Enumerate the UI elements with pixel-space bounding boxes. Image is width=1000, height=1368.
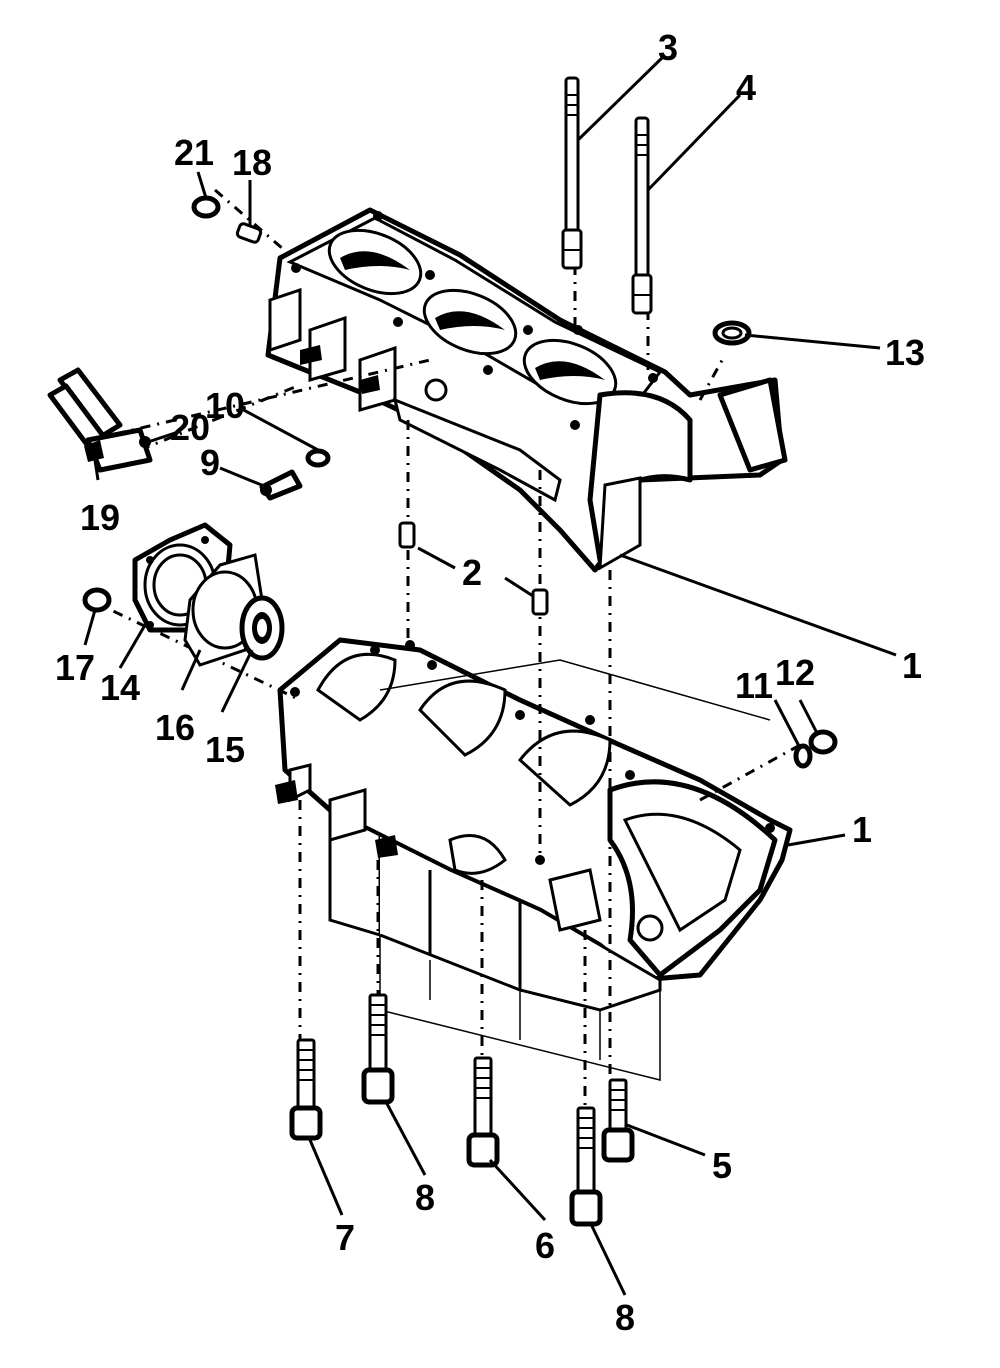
construction-lines	[379, 659, 771, 1081]
bolt-7	[289, 1038, 323, 1141]
callout-20: 20	[170, 407, 210, 448]
callout-19: 19	[80, 497, 120, 538]
callout-4: 4	[736, 67, 756, 108]
callout-7: 7	[335, 1217, 355, 1258]
callout-14: 14	[100, 667, 140, 708]
upper-crankcase	[265, 207, 788, 573]
bolt-5	[601, 1078, 635, 1163]
callout-9: 9	[200, 442, 220, 483]
dowel-pin-2-left	[398, 521, 416, 549]
stud-3	[561, 76, 583, 270]
callout-13: 13	[885, 332, 925, 373]
seal-13	[712, 320, 752, 346]
callout-12: 12	[775, 652, 815, 693]
callout-2: 2	[462, 552, 482, 593]
washer-10	[305, 448, 331, 468]
callout-labels: 1 1 2 3 4 5 6 7 8 8 9 10 11 12 13 14 15 …	[55, 27, 925, 1338]
callout-1-lower: 1	[852, 809, 872, 850]
plug-12	[808, 729, 838, 755]
stud-4	[631, 116, 653, 315]
leader-lines	[83, 53, 897, 1296]
callout-8-mid: 8	[415, 1177, 435, 1218]
callout-16: 16	[155, 707, 195, 748]
callout-1-upper: 1	[902, 645, 922, 686]
bolt-6	[466, 1056, 500, 1168]
plug-21	[191, 195, 221, 219]
lower-crankcase	[275, 637, 793, 1012]
callout-17: 17	[55, 647, 95, 688]
bolt-8-bottom	[569, 1106, 603, 1227]
callout-11: 11	[735, 665, 773, 706]
dowel-pin-2-right	[531, 588, 549, 616]
oil-fitting-19-20	[47, 367, 153, 473]
seal-15	[239, 595, 285, 661]
callout-5: 5	[712, 1145, 732, 1186]
plug-17	[82, 587, 112, 613]
callout-18: 18	[232, 142, 272, 183]
callout-21: 21	[174, 132, 214, 173]
callout-10: 10	[205, 385, 245, 426]
washer-11	[793, 743, 813, 769]
callout-6: 6	[535, 1225, 555, 1266]
bolt-8-mid	[361, 993, 395, 1105]
callout-8-bottom: 8	[615, 1297, 635, 1338]
fitting-9	[259, 469, 303, 501]
callout-3: 3	[658, 27, 678, 68]
callout-15: 15	[205, 729, 245, 770]
assembly-centerlines	[89, 188, 801, 1110]
fitting-18	[235, 222, 263, 244]
